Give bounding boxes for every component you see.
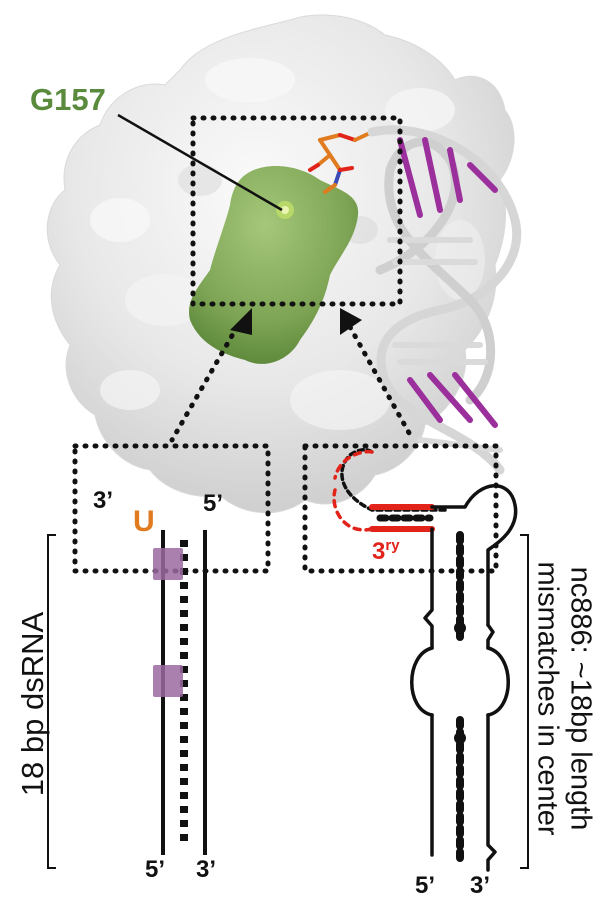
secondary-main-text: 3	[372, 538, 386, 565]
right-nc886-schematic	[332, 448, 518, 872]
left-5prime-bottom-label: 5’	[145, 856, 166, 883]
binding-surface-green	[189, 165, 359, 364]
panel-boxes	[72, 443, 499, 574]
left-uridine-label: U	[133, 505, 155, 538]
secondary-structure-label: 3ry	[372, 537, 400, 566]
left-vertical-label: 18 bp dsRNA	[15, 611, 50, 797]
ligand-sticks	[308, 130, 374, 194]
rna-helix	[367, 125, 522, 475]
left-3prime-bottom-label: 3’	[196, 856, 217, 883]
left-dsrna-schematic	[153, 530, 207, 855]
secondary-superscript: ry	[385, 537, 400, 554]
residue-label-g157: G157	[30, 82, 106, 117]
g157-pointer-line	[117, 113, 283, 212]
left-3prime-top-label: 3’	[93, 487, 114, 514]
left-5prime-top-label: 5’	[203, 490, 224, 517]
right-vertical-label-line2: mismatches in center	[531, 561, 564, 836]
right-5prime-bottom-label: 5’	[415, 872, 436, 899]
bracket-right	[520, 534, 529, 869]
arrow-head-right	[340, 308, 362, 335]
right-vertical-label-line1: nc886: ~18bp length	[564, 566, 597, 831]
zoom-box	[169, 115, 416, 443]
arrow-head-left	[230, 308, 252, 335]
bracket-left	[47, 534, 56, 869]
right-3prime-bottom-label: 3’	[470, 872, 491, 899]
